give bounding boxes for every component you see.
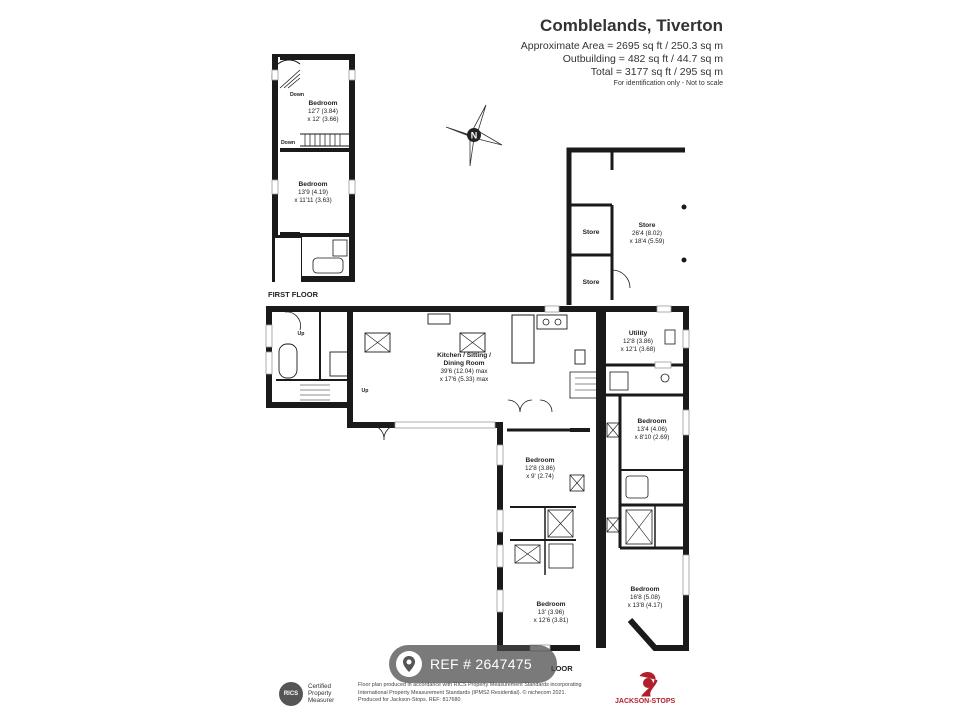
plan-title: Comblelands, Tiverton [540,16,723,35]
area-line-approx: Approximate Area = 2695 sq ft / 250.3 sq… [520,40,723,52]
brand-name: JACKSON-STOPS [615,698,676,705]
reference-badge: REF # 2647475 [389,645,557,683]
stair-label-up-2: Up [361,388,369,394]
room-store-b: Store [582,279,600,286]
location-pin-icon [396,651,422,677]
stair-label-down: Down [289,92,305,98]
jackson-stops-logo-icon [639,672,658,697]
ground-floor-label: LOOR [551,664,573,673]
area-line-total: Total = 3177 sq ft / 295 sq m [590,66,723,78]
compass-icon: N [445,104,503,167]
outbuilding-plan [566,147,687,305]
first-floor-plan [270,54,356,282]
scale-note: For identification only - Not to scale [613,80,723,87]
stair-label-down-2: Down [280,140,296,146]
stair-label-up: Up [297,331,305,337]
room-store-a: Store [582,229,600,236]
rics-logo: RICS [279,682,303,706]
area-line-outbuilding: Outbuilding = 482 sq ft / 44.7 sq m [562,53,723,65]
reference-number: REF # 2647475 [430,656,532,672]
compass-letter: N [471,131,478,141]
first-floor-label: FIRST FLOOR [268,290,318,299]
footer-disclaimer: Floor plan produced in accordance with R… [358,682,582,703]
